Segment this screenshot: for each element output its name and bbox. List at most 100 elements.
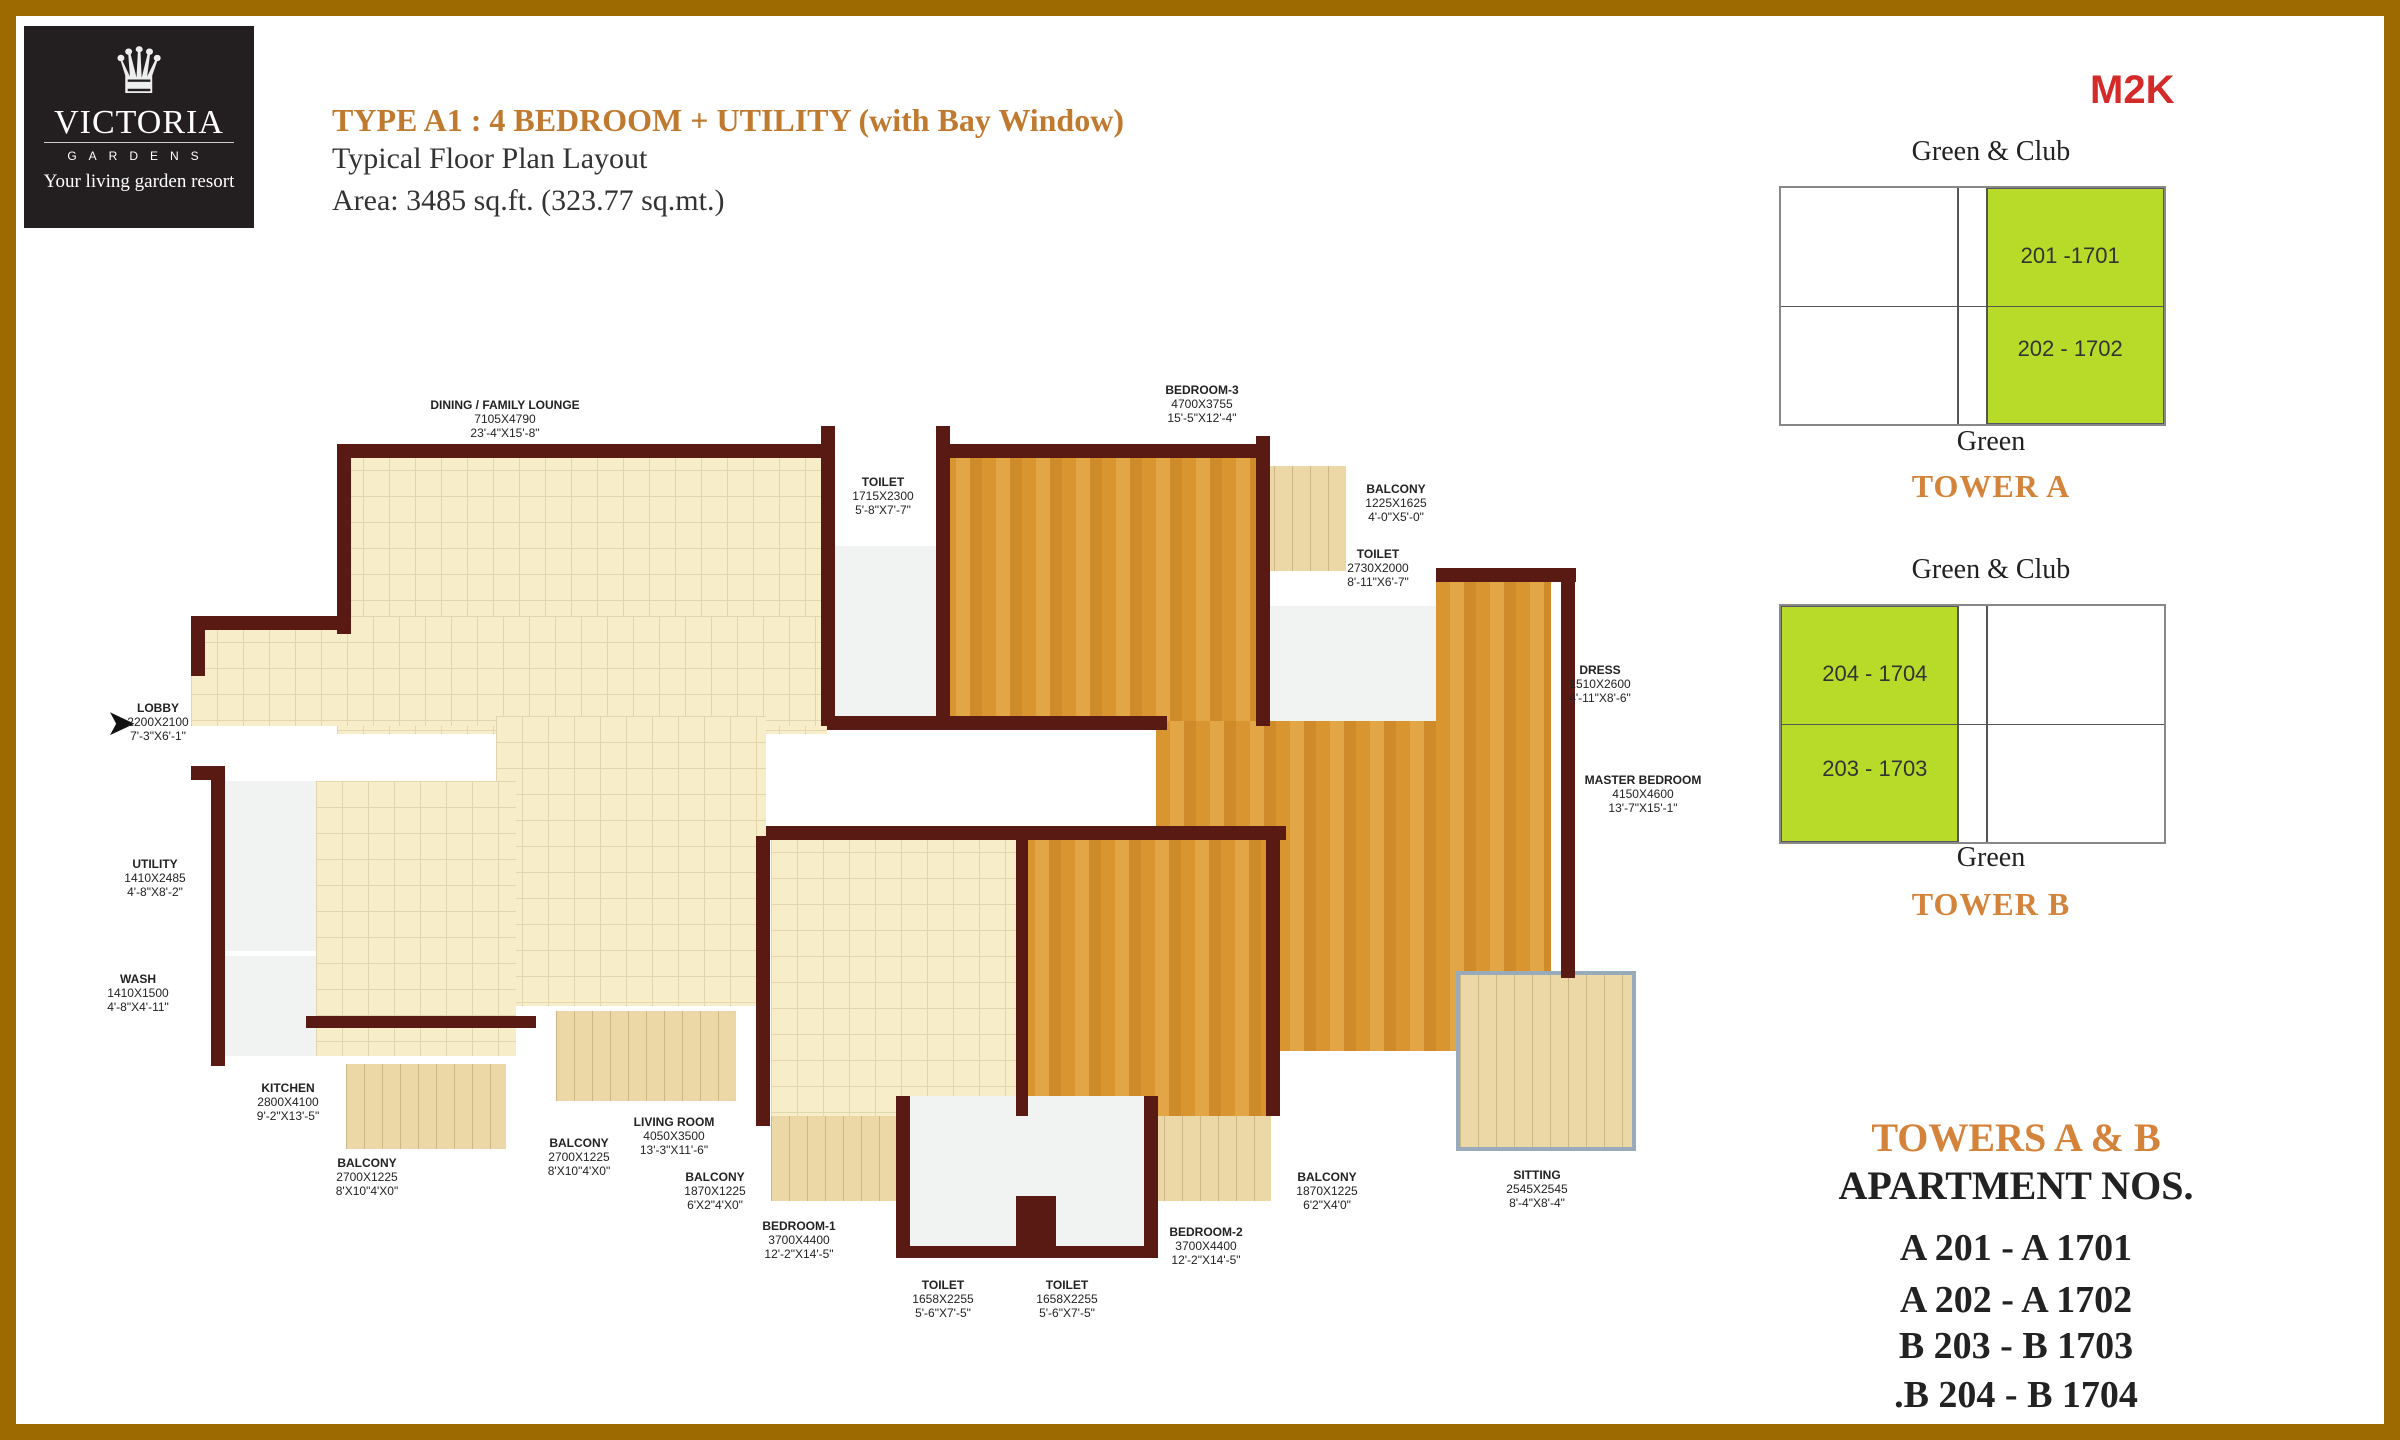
room-metric: 2545X2545 (1506, 1182, 1568, 1196)
room-name: BALCONY (1297, 1170, 1357, 1184)
room-imperial: 4'-0"X5'-0" (1368, 510, 1424, 524)
wall (1144, 1096, 1158, 1256)
plan-subtitle: Typical Floor Plan Layout (332, 142, 648, 175)
room-imperial: 4'-11"X8'-6" (1569, 691, 1631, 705)
room-metric: 2730X2000 (1347, 561, 1409, 575)
wash-area (221, 956, 316, 1056)
room-name: KITCHEN (261, 1081, 315, 1095)
room-name: TOILET (921, 1278, 965, 1292)
room-name: DINING / FAMILY LOUNGE (430, 398, 580, 412)
room-imperial: 9'-2"X13'-5" (256, 1109, 320, 1123)
wall (896, 1096, 910, 1256)
wall (191, 616, 351, 630)
room-name: SITTING (1513, 1168, 1561, 1182)
room-imperial: 13'-3"X11'-6" (639, 1143, 709, 1157)
wall (191, 616, 205, 676)
tower-a-keyplan: 201 -1701 202 - 1702 (1779, 186, 2166, 426)
apartment-range: .B 204 - B 1704 (1894, 1374, 2138, 1416)
balcony-area (771, 1116, 896, 1201)
wall (306, 1016, 536, 1028)
logo-sub: GARDENS (67, 149, 211, 163)
sitting-area (1456, 971, 1636, 1151)
wall (1561, 568, 1575, 978)
room-imperial: 6'2"X4'0" (1303, 1198, 1351, 1212)
utility-area (221, 781, 316, 951)
tower-a-bottom-label: Green (1956, 426, 2026, 457)
balcony-area (556, 1011, 736, 1101)
plan-area: Area: 3485 sq.ft. (323.77 sq.mt.) (332, 184, 725, 217)
toilet-area (1256, 606, 1436, 736)
room-metric: 1715X2300 (852, 489, 914, 503)
apartment-range: A 201 - A 1701 (1899, 1227, 2133, 1269)
room-imperial: 13'-7"X15'-1" (1608, 801, 1678, 815)
toilet-area (827, 546, 942, 721)
room-metric: 2800X4100 (257, 1095, 319, 1109)
bedroom-1-area (771, 826, 1021, 1116)
room-metric: 7105X4790 (474, 412, 536, 426)
room-metric: 1410X2485 (124, 871, 186, 885)
room-imperial: 4'-8"X4'-11" (107, 1000, 169, 1014)
logo-tagline: Your living garden resort (43, 171, 235, 192)
wall (337, 444, 351, 634)
room-metric: 1870X1225 (1296, 1184, 1358, 1198)
room-name: TOILET (1356, 547, 1400, 561)
room-metric: 1410X1500 (107, 986, 169, 1000)
room-metric: 2700X1225 (548, 1150, 610, 1164)
room-name: TOILET (861, 475, 905, 489)
room-imperial: 5'-6"X7'-5" (915, 1306, 971, 1320)
apartments-subheading: APARTMENT NOS. (1838, 1163, 2194, 1208)
balcony-area (1256, 466, 1346, 571)
logo-name: VICTORIA (44, 104, 234, 143)
bedroom-2-area (1021, 826, 1271, 1116)
wall (1266, 826, 1280, 1116)
room-imperial: 4'-8"X8'-2" (127, 885, 183, 899)
room-imperial: 5'-6"X7'-5" (1039, 1306, 1095, 1320)
room-name: TOILET (1045, 1278, 1089, 1292)
room-name: LOBBY (137, 701, 179, 715)
wall (827, 716, 1167, 730)
room-metric: 4050X3500 (643, 1129, 705, 1143)
apartment-range: B 203 - B 1703 (1898, 1325, 2134, 1367)
room-name: BEDROOM-2 (1169, 1225, 1243, 1239)
wall (211, 766, 225, 1066)
unit-label: 203 - 1703 (1822, 756, 1928, 781)
wall (936, 426, 950, 726)
tower-a-top-label: Green & Club (1911, 136, 2071, 167)
room-name: BEDROOM-1 (762, 1219, 836, 1233)
tower-b-top-label: Green & Club (1911, 554, 2071, 585)
room-name: UTILITY (132, 857, 178, 871)
room-metric: 4150X4600 (1612, 787, 1674, 801)
wall (1016, 826, 1028, 1116)
room-metric: 4700X3755 (1171, 397, 1233, 411)
room-metric: 1658X2255 (912, 1292, 974, 1306)
room-name: WASH (119, 972, 156, 986)
wall (1256, 436, 1270, 726)
room-metric: 1870X1225 (684, 1184, 746, 1198)
room-imperial: 8'X10"4'X0" (335, 1184, 399, 1198)
room-imperial: 8'-11"X6'-7" (1347, 575, 1409, 589)
room-imperial: 8'X10"4'X0" (547, 1164, 611, 1178)
room-metric: 3700X4400 (1175, 1239, 1237, 1253)
apartment-range: A 202 - A 1702 (1899, 1279, 2133, 1321)
room-imperial: 6'X2"4'X0" (687, 1198, 743, 1212)
logo: ♛ VICTORIA GARDENS Your living garden re… (24, 26, 254, 228)
tower-b-bottom-label: Green (1956, 842, 2026, 873)
